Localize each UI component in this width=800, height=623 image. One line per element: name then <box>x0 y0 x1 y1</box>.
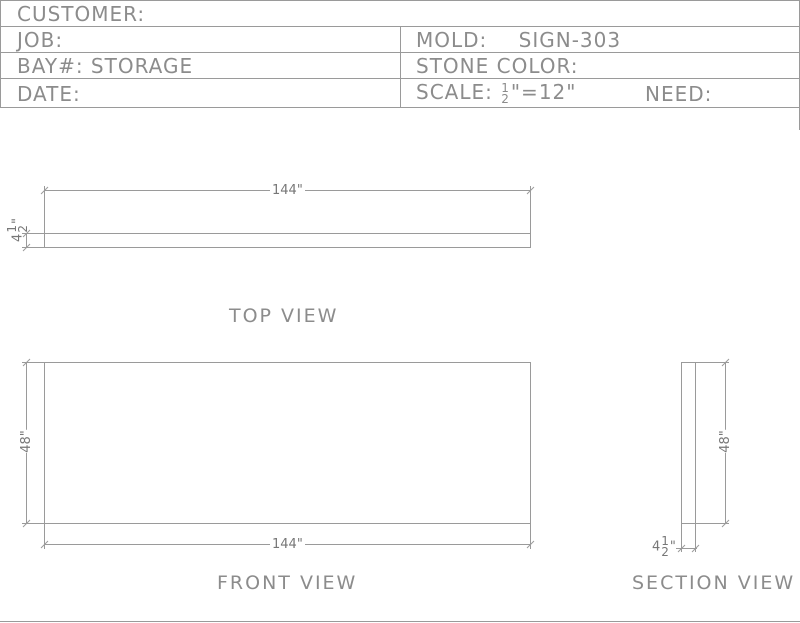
front-length-tick-right <box>526 540 535 549</box>
job-label: JOB: <box>17 28 64 52</box>
bay-label: BAY#: <box>17 54 84 78</box>
bay-value: STORAGE <box>90 54 194 78</box>
front-length-dimension: 144" <box>270 537 305 552</box>
section-height-dimension: 48" <box>717 430 733 453</box>
section-view-outline <box>681 362 696 524</box>
mold-row: MOLD: SIGN-303 <box>416 28 621 52</box>
section-view-label: SECTION VIEW <box>632 572 796 594</box>
section-height-tick-bottom <box>721 519 730 528</box>
top-dim-tick-left <box>40 186 49 195</box>
date-label: DATE: <box>17 82 81 106</box>
top-thick-tick-bottom <box>22 243 31 252</box>
customer-label: CUSTOMER: <box>17 2 146 26</box>
stone-color-label: STONE COLOR: <box>416 54 579 78</box>
front-height-dimension: 48" <box>18 430 34 453</box>
front-view-label: FRONT VIEW <box>217 572 358 594</box>
top-length-dimension: 144" <box>270 183 305 198</box>
top-thick-tick-top <box>22 229 31 238</box>
section-thick-tick-right <box>691 544 700 553</box>
section-thick-tick-left <box>677 544 686 553</box>
front-height-tick-bottom <box>22 519 31 528</box>
scale-value: "=12" <box>510 80 577 104</box>
section-height-tick-top <box>721 358 730 367</box>
top-view-outline <box>44 233 531 248</box>
mold-value: SIGN-303 <box>518 28 622 52</box>
front-view-outline <box>44 362 531 524</box>
bay-row: BAY#: STORAGE <box>17 54 193 78</box>
top-dim-tick-right <box>526 186 535 195</box>
scale-label: SCALE: <box>416 80 493 104</box>
front-length-tick-left <box>40 540 49 549</box>
need-label: NEED: <box>645 82 713 106</box>
front-height-tick-top <box>22 358 31 367</box>
mold-label: MOLD: <box>416 28 488 52</box>
top-view-label: TOP VIEW <box>229 305 339 327</box>
